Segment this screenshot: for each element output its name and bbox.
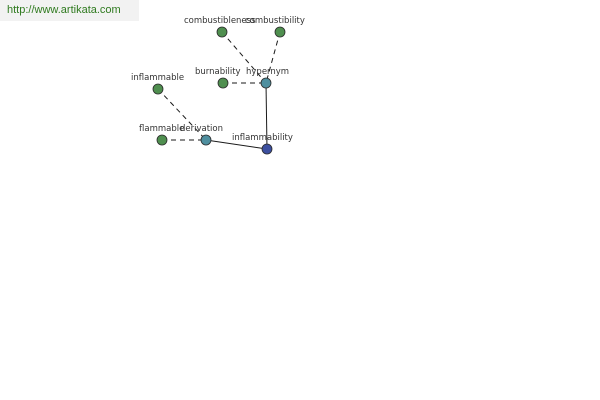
node-label-hypernym: hypernym [246, 67, 289, 77]
node-inflammable[interactable]: inflammable [131, 73, 184, 95]
node-label-burnability: burnability [195, 67, 241, 77]
node-label-inflammable: inflammable [131, 73, 184, 83]
node-label-derivation: derivation [180, 124, 223, 134]
edge-inflammable-derivation [157, 88, 207, 141]
node-circle-combustibility[interactable] [274, 26, 286, 38]
node-circle-hypernym[interactable] [260, 77, 272, 89]
node-circle-combustibleness[interactable] [216, 26, 228, 38]
node-label-flammable: flammable [139, 124, 184, 134]
node-derivation[interactable]: derivation [180, 124, 223, 146]
node-circle-derivation[interactable] [200, 134, 212, 146]
node-circle-burnability[interactable] [217, 77, 229, 89]
node-burnability[interactable]: burnability [195, 67, 241, 89]
edge-derivation-inflammability [205, 139, 268, 150]
edge-combustibleness-hypernym [221, 31, 267, 84]
node-circle-inflammability[interactable] [261, 143, 273, 155]
node-combustibleness[interactable]: combustibleness [184, 16, 256, 38]
node-circle-flammable[interactable] [156, 134, 168, 146]
edge-hypernym-inflammability [265, 82, 268, 150]
edges-layer [157, 31, 281, 150]
node-combustibility[interactable]: combustibility [245, 16, 305, 38]
node-circle-inflammable[interactable] [152, 83, 164, 95]
node-inflammability[interactable]: inflammability [232, 133, 293, 155]
node-label-inflammability: inflammability [232, 133, 293, 143]
node-flammable[interactable]: flammable [139, 124, 184, 146]
node-label-combustibility: combustibility [245, 16, 305, 26]
node-label-combustibleness: combustibleness [184, 16, 256, 26]
node-hypernym[interactable]: hypernym [246, 67, 289, 89]
watermark-url: http://www.artikata.com [0, 0, 139, 21]
